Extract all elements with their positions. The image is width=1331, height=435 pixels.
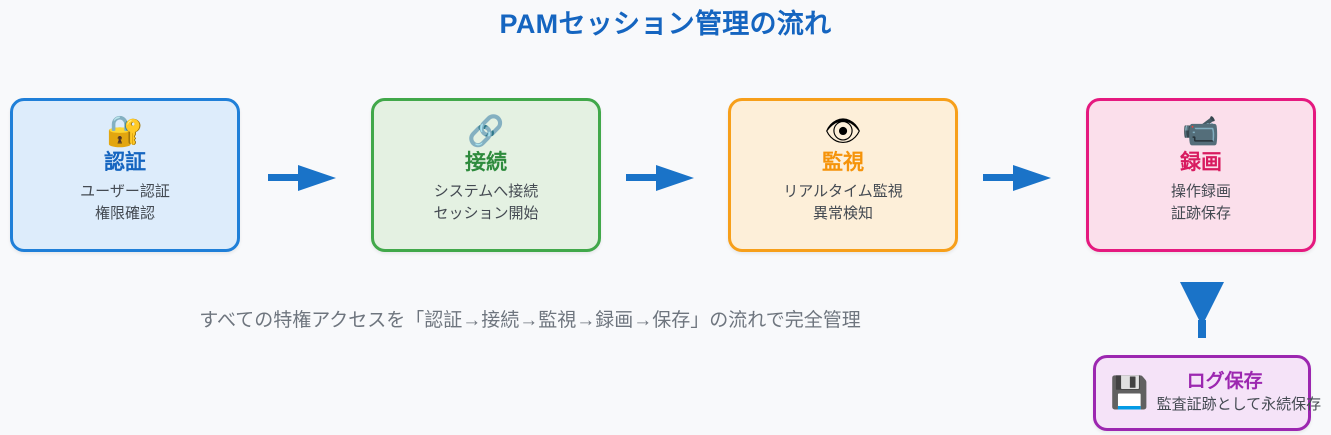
flow-step-record-line-1: 操作録画 bbox=[1170, 183, 1231, 200]
log-storage-box[interactable]: 💾 ログ保存 監査証跡として永続保存 bbox=[1093, 355, 1321, 431]
flow-step-record-title: 録画 bbox=[1180, 151, 1222, 174]
flow-step-connect[interactable]: 🔗 接続 システムへ接続 セッション開始 bbox=[371, 98, 601, 252]
link-icon: 🔗 bbox=[467, 115, 505, 148]
flow-step-record-line-2: 証跡保存 bbox=[1170, 205, 1231, 222]
locked-with-key-icon: 🔐 bbox=[106, 115, 144, 148]
flow-step-connect-line-2: セッション開始 bbox=[433, 205, 539, 222]
arrow-right-icon-3 bbox=[983, 163, 1051, 193]
log-storage-title: ログ保存 bbox=[1186, 371, 1263, 392]
flow-step-monitor-line-1: リアルタイム監視 bbox=[783, 183, 903, 200]
log-storage-subtitle: 監査証跡として永続保存 bbox=[1156, 396, 1322, 413]
flow-step-connect-line-1: システムへ接続 bbox=[433, 183, 539, 200]
flow-step-record[interactable]: 📹 録画 操作録画 証跡保存 bbox=[1086, 98, 1316, 252]
log-storage-text: ログ保存 監査証跡として永続保存 bbox=[1157, 370, 1322, 416]
flow-step-connect-title: 接続 bbox=[465, 151, 507, 174]
flow-step-auth-line-1: ユーザー認証 bbox=[80, 183, 170, 200]
eye-icon: 👁 bbox=[823, 115, 863, 148]
arrow-down-icon bbox=[1178, 282, 1226, 338]
flow-step-auth-line-2: 権限確認 bbox=[94, 205, 155, 222]
floppy-disk-icon: 💾 bbox=[1110, 375, 1149, 410]
arrow-right-icon-2 bbox=[626, 163, 694, 193]
flow-caption: すべての特権アクセスを「認証→接続→監視→録画→保存」の流れで完全管理 bbox=[199, 310, 861, 331]
flow-step-auth-title: 認証 bbox=[104, 151, 146, 174]
flow-step-monitor-line-2: 異常検知 bbox=[812, 205, 873, 222]
page-title: PAMセッション管理の流れ bbox=[499, 9, 832, 39]
flow-step-auth[interactable]: 🔐 認証 ユーザー認証 権限確認 bbox=[10, 98, 240, 252]
arrow-right-icon-1 bbox=[268, 163, 336, 193]
flow-step-monitor[interactable]: 👁 監視 リアルタイム監視 異常検知 bbox=[728, 98, 958, 252]
flow-step-monitor-title: 監視 bbox=[822, 151, 864, 174]
video-camera-icon: 📹 bbox=[1182, 115, 1220, 148]
